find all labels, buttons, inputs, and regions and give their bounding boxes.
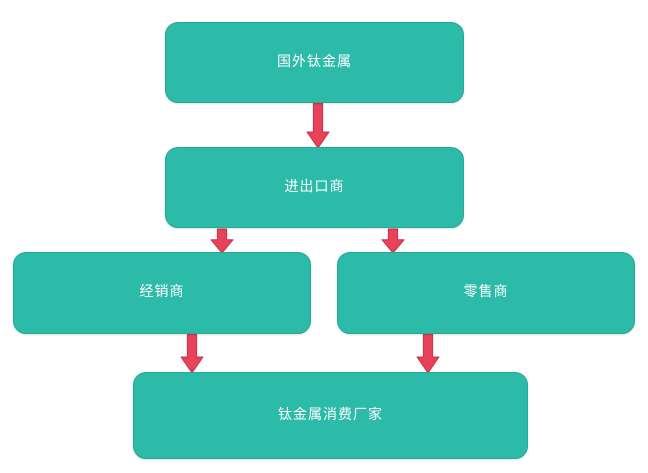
node-label: 钛金属消费厂家 [278,406,383,423]
node-label: 进出口商 [284,178,345,195]
node-label: 经销商 [139,284,185,301]
arrow-distributor-to-manufacturer [180,333,204,374]
node-foreign-titanium[interactable]: 国外钛金属 [165,22,464,103]
node-label: 零售商 [463,284,509,301]
node-distributor[interactable]: 经销商 [13,252,311,334]
arrow-importer-to-retailer [381,228,405,254]
arrow-retailer-to-manufacturer [416,333,440,374]
node-importer-exporter[interactable]: 进出口商 [165,147,464,228]
node-retailer[interactable]: 零售商 [337,252,635,334]
node-label: 国外钛金属 [277,53,352,70]
arrow-foreign-to-importer [306,102,330,149]
arrow-importer-to-distributor [210,228,234,254]
node-titanium-consumer-manufacturer[interactable]: 钛金属消费厂家 [133,372,528,459]
